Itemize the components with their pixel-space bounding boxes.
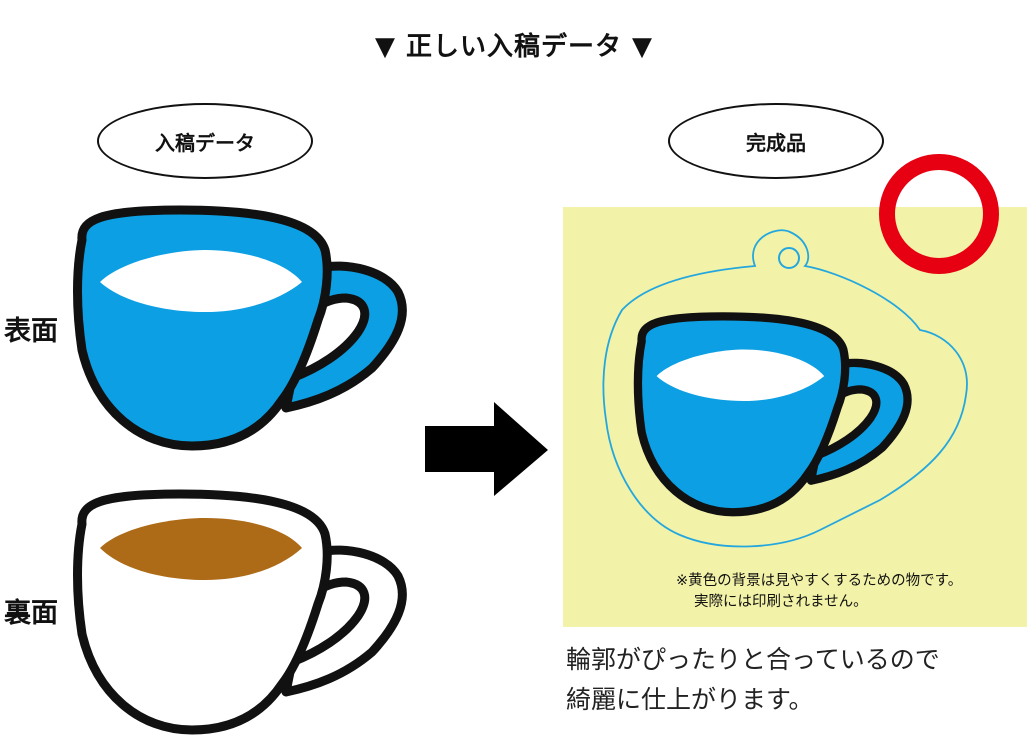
finished-keychain-icon <box>602 229 968 548</box>
cup-front-icon <box>78 210 403 446</box>
background-note-line1: ※黄色の背景は見やすくするための物です。 <box>676 573 963 589</box>
front-side-label: 表面 <box>4 316 58 347</box>
ok-circle-icon <box>879 154 999 274</box>
background-note: ※黄色の背景は見やすくするための物です。 実際には印刷されません。 <box>676 571 962 613</box>
finished-product-header-label: 完成品 <box>746 130 806 155</box>
finished-product-header: 完成品 <box>668 103 884 179</box>
background-note-line2: 実際には印刷されません。 <box>694 594 868 610</box>
submitted-data-header-label: 入稿データ <box>155 130 255 155</box>
cup-back-icon <box>78 494 403 730</box>
result-caption: 輪郭がぴったりと合っているので 綺麗に仕上がります。 <box>566 640 940 720</box>
result-caption-line1: 輪郭がぴったりと合っているので <box>566 645 940 674</box>
back-side-label: 裏面 <box>4 598 58 629</box>
result-caption-line2: 綺麗に仕上がります。 <box>566 685 814 714</box>
submitted-data-header: 入稿データ <box>97 103 313 179</box>
arrow-right-icon <box>425 402 548 496</box>
page-title: ▼ 正しい入稿データ ▼ <box>374 32 654 62</box>
